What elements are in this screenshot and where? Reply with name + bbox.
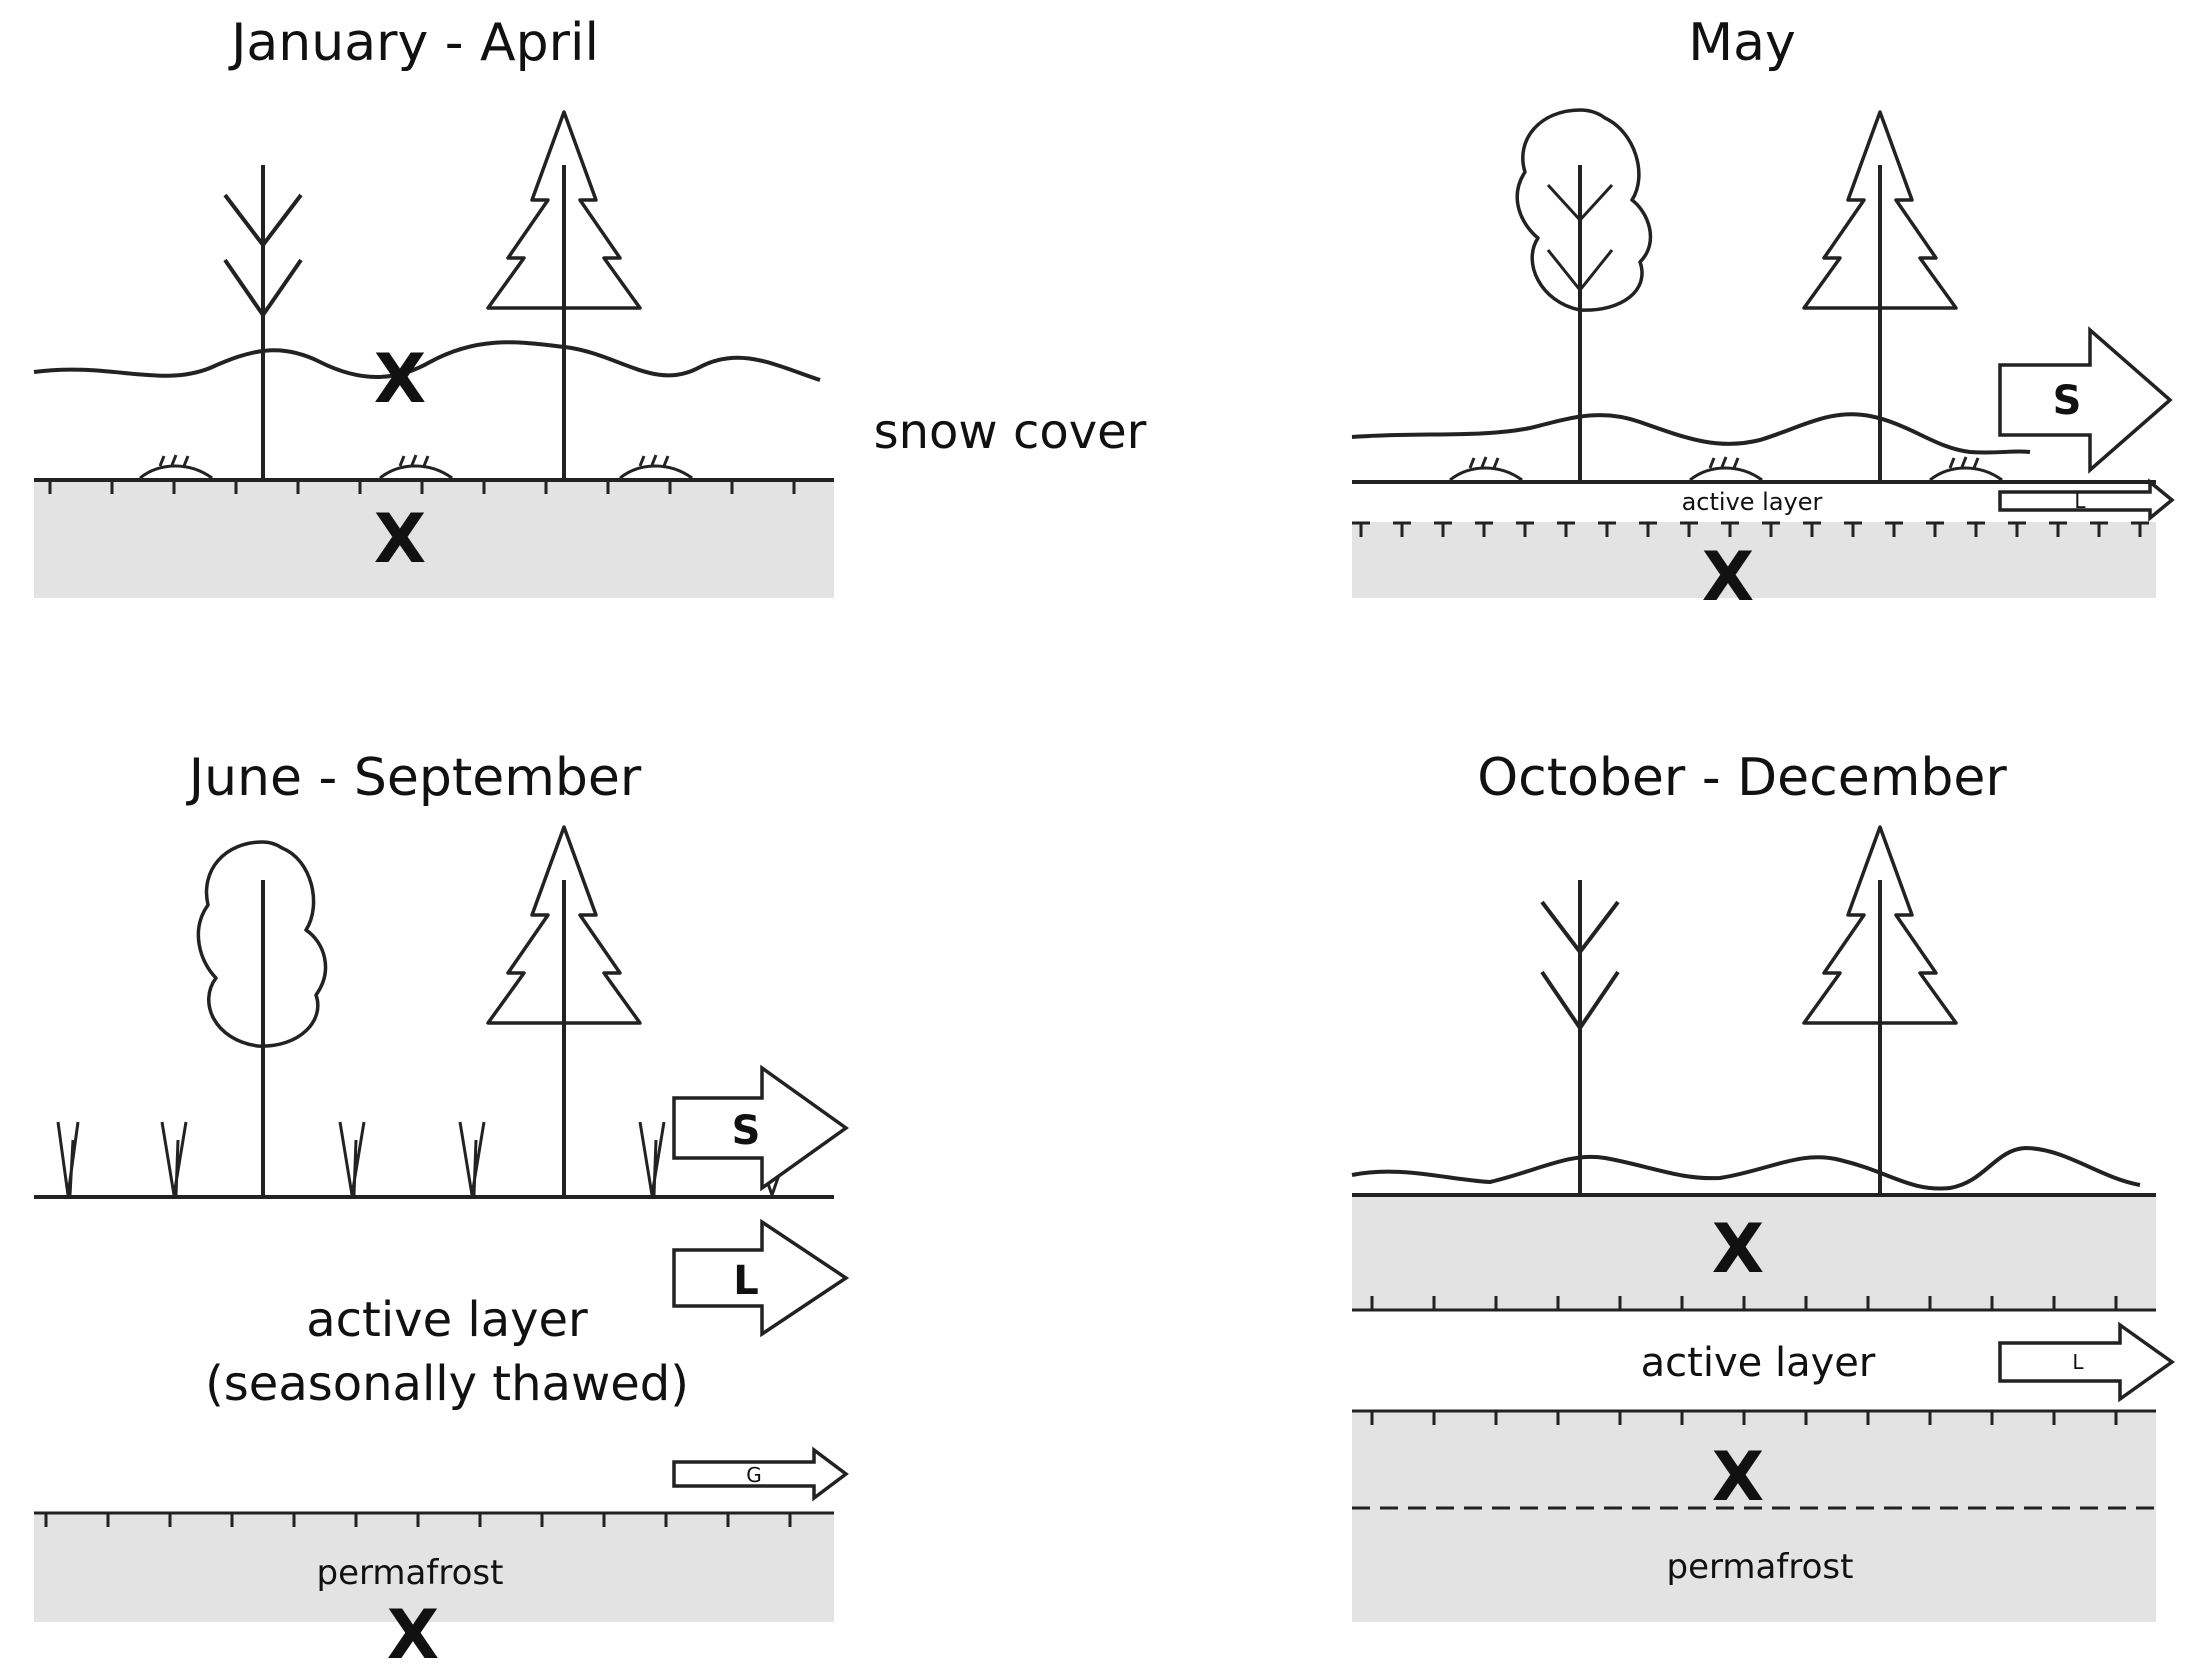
- arrow-label-g: G: [746, 1463, 762, 1487]
- panel-jun-sep: June - September S L active layer (seaso…: [34, 748, 850, 1671]
- panel-may: May active layer S L X: [1351, 13, 2175, 617]
- frozen-surface-layer: [1352, 1195, 2156, 1310]
- leafy-deciduous-tree: [196, 840, 328, 1197]
- permafrost-label: permafrost: [317, 1553, 504, 1593]
- panel-title: January - April: [228, 13, 599, 73]
- ground-flow-arrow: [672, 1446, 849, 1502]
- surface-flow-arrow: [1998, 326, 2173, 474]
- snow-cover-label: snow cover: [874, 404, 1147, 460]
- panel-title: October - December: [1477, 748, 2007, 808]
- marker-permafrost: X: [387, 1596, 439, 1667]
- marker-upper: X: [1712, 1210, 1764, 1289]
- permafrost-label: permafrost: [1667, 1547, 1854, 1587]
- marker-lower: X: [1712, 1438, 1764, 1517]
- early-snow-line: [1351, 1145, 2141, 1191]
- grass-tufts: [56, 1121, 782, 1196]
- thin-snow-line: [1351, 412, 2031, 455]
- marker-ground: X: [374, 500, 426, 579]
- conifer-tree: [1802, 825, 1958, 1195]
- bare-deciduous-tree: [223, 165, 303, 480]
- layer-flow-arrow: [672, 1218, 850, 1338]
- permafrost-table-ticks: [34, 1511, 834, 1527]
- leafing-deciduous-tree: [1515, 108, 1653, 482]
- freeze-front-ticks: [1352, 1296, 2156, 1312]
- layer-flow-arrow: [1998, 478, 2175, 522]
- conifer-tree: [486, 110, 642, 480]
- shrubs: [139, 454, 693, 480]
- bare-deciduous-tree: [1540, 880, 1620, 1195]
- surface-flow-arrow: [672, 1064, 850, 1192]
- frozen-ground: [1352, 522, 2156, 598]
- active-layer-label: active layer: [1682, 488, 1823, 516]
- arrow-label-l: L: [2072, 1350, 2084, 1374]
- snow-surface-line: [33, 340, 821, 382]
- active-layer-label: active layer: [306, 1292, 588, 1348]
- conifer-tree: [1802, 110, 1958, 482]
- marker-ground: X: [1702, 538, 1754, 617]
- panel-oct-dec: October - December X active layer L X pe…: [1351, 748, 2176, 1622]
- marker-snow: X: [374, 340, 426, 419]
- shrubs: [1449, 456, 2003, 482]
- active-layer-sublabel: (seasonally thawed): [205, 1356, 689, 1412]
- frost-ticks: [48, 480, 796, 494]
- frozen-ground: [34, 480, 834, 598]
- arrow-label-l: L: [2074, 489, 2086, 513]
- layer-flow-arrow: [1998, 1321, 2176, 1403]
- permafrost-layer: [1352, 1410, 2156, 1622]
- panel-jan-apr: January - April X X snow cover: [33, 13, 1147, 598]
- arrow-label-l: L: [733, 1258, 759, 1304]
- panel-title: June - September: [186, 748, 642, 808]
- active-layer-label: active layer: [1641, 1340, 1876, 1386]
- conifer-tree: [486, 825, 642, 1197]
- arrow-label-s: S: [732, 1108, 761, 1154]
- panel-title: May: [1688, 13, 1796, 73]
- arrow-label-s: S: [2053, 378, 2082, 424]
- permafrost-table-ticks: [1352, 1409, 2156, 1425]
- permafrost-layer: [34, 1512, 834, 1622]
- thaw-front-ticks: [1352, 521, 2149, 537]
